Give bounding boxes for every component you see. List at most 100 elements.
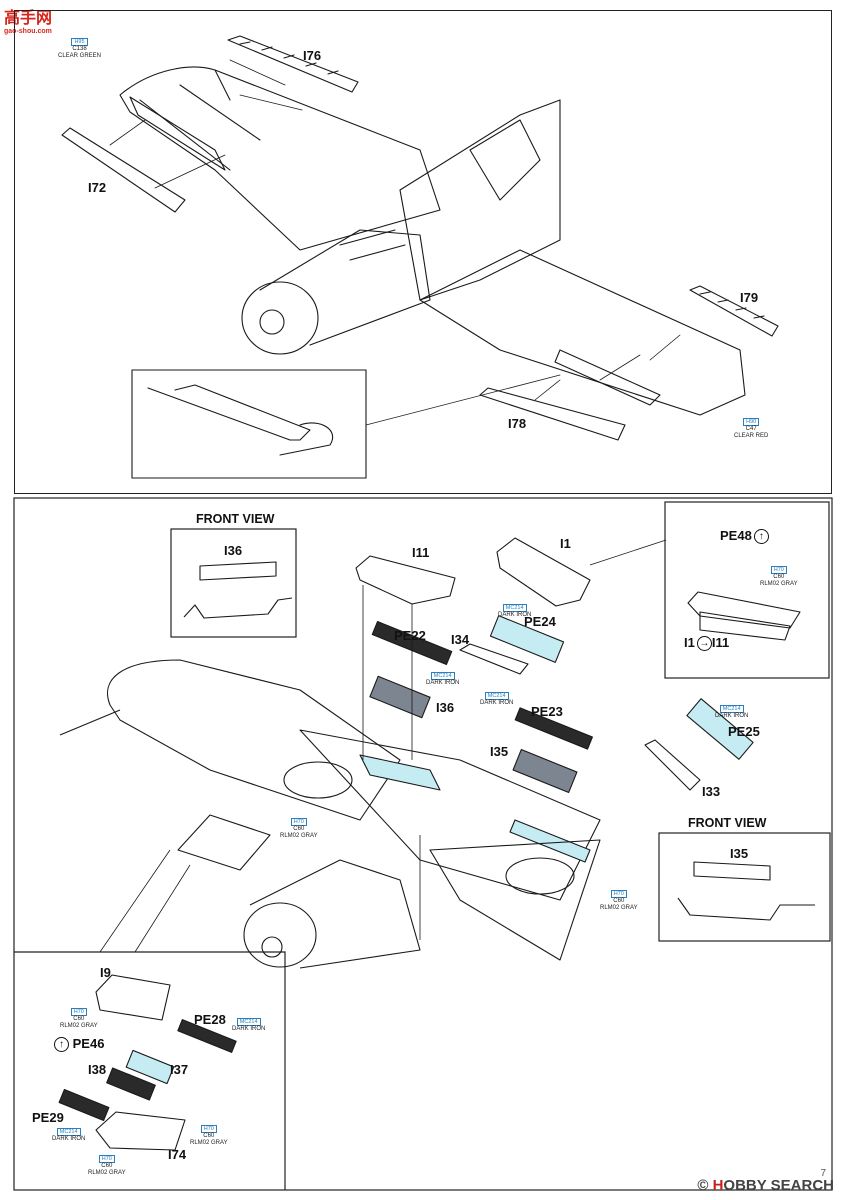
paint-name: CLEAR RED <box>734 433 769 439</box>
paint-name: RLM02 GRAY <box>60 1023 98 1029</box>
label-i78: I78 <box>508 416 527 431</box>
paint-code: H70 <box>770 566 787 574</box>
paint-tag-clear-red: H90 C47 CLEAR RED <box>734 418 768 440</box>
paint-code: MC214 <box>502 604 527 612</box>
site-logo-url: gao-shou.com <box>4 28 52 35</box>
paint-gunze: C60 <box>613 898 625 904</box>
lower-step-panel <box>13 497 833 1191</box>
upper-left-wing <box>119 66 441 251</box>
site-logo: 高手网 gao-shou.com <box>4 4 76 38</box>
paint-gunze: C138 <box>72 46 87 52</box>
front-view-box-1 <box>170 528 297 638</box>
paint-code: MC214 <box>484 692 509 700</box>
label-i74: I74 <box>168 1147 187 1162</box>
paint-gunze: C60 <box>101 1163 113 1169</box>
paint-code: MC214 <box>719 705 744 713</box>
part-i37 <box>125 1049 175 1085</box>
paint-code: MC214 <box>430 672 455 680</box>
inset-label-pe48: PE48↑ <box>720 528 769 545</box>
inset-i1-text: I1 <box>684 635 695 650</box>
inset-box <box>664 501 830 679</box>
paint-tag-well-right: H70 C60 RLM02 GRAY <box>600 890 638 912</box>
lower-spinner-ring <box>243 902 317 968</box>
label-i79: I79 <box>740 290 759 305</box>
label-i34: I34 <box>451 632 470 647</box>
front-view-2-part: I35 <box>730 846 749 861</box>
label-pe23: PE23 <box>531 704 563 719</box>
paint-tag-i74-bottom: H70 C60 RLM02 GRAY <box>88 1155 126 1177</box>
watermark-prefix: © <box>697 1177 713 1194</box>
label-i37: I37 <box>170 1062 189 1077</box>
part-i33 <box>644 739 701 791</box>
paint-name: CLEAR GREEN <box>58 53 102 59</box>
label-pe25: PE25 <box>728 724 760 739</box>
paint-name: DARK IRON <box>498 612 532 618</box>
label-i72: I72 <box>88 180 107 195</box>
part-pe29 <box>58 1088 110 1122</box>
part-i38 <box>106 1067 156 1101</box>
upper-step-panel <box>14 10 832 494</box>
part-pe24 <box>489 615 565 663</box>
lower-left-wing <box>107 659 401 821</box>
label-pe29: PE29 <box>32 1110 64 1125</box>
paint-tag-pe24: MC214 DARK IRON <box>498 604 531 619</box>
upper-canopy <box>469 119 541 201</box>
upper-slat-i76 <box>227 35 359 93</box>
upper-flap <box>554 349 661 406</box>
front-view-1-part: I36 <box>224 543 243 558</box>
paint-tag-pe29: MC214 DARK IRON <box>52 1128 85 1143</box>
paint-gunze: C60 <box>293 826 305 832</box>
upper-aileron-i78 <box>479 387 626 441</box>
label-i33: I33 <box>702 784 721 799</box>
label-pe24: PE24 <box>524 614 556 629</box>
paint-gunze: C60 <box>73 1016 85 1022</box>
paint-tag-i74-right: H70 C60 RLM02 GRAY <box>190 1125 228 1147</box>
paint-name: RLM02 GRAY <box>760 581 798 587</box>
pe46-text: PE46 <box>72 1036 105 1051</box>
part-i34 <box>459 643 529 675</box>
label-i36: I36 <box>436 700 455 715</box>
paint-tag-clear-green: H95 C138 CLEAR GREEN <box>58 38 101 60</box>
part-pe25 <box>686 698 754 760</box>
watermark-brand-r: H <box>712 1177 724 1194</box>
paint-code: H90 <box>743 418 760 426</box>
label-i1: I1 <box>560 536 571 551</box>
label-i35: I35 <box>490 744 509 759</box>
label-i11: I11 <box>412 545 430 560</box>
paint-tag-inset: H70 C60 RLM02 GRAY <box>760 566 798 588</box>
paint-name: DARK IRON <box>426 680 460 686</box>
paint-tag-i9: H70 C60 RLM02 GRAY <box>60 1008 98 1030</box>
paint-code: MC214 <box>56 1128 81 1136</box>
watermark-brand-rest: OBBY SEARCH <box>723 1177 834 1194</box>
site-logo-brand: 高手网 <box>4 8 53 27</box>
arrow-up-circle-icon: ↑ <box>753 529 769 545</box>
paint-name: RLM02 GRAY <box>88 1170 126 1176</box>
paint-name: RLM02 GRAY <box>600 905 638 911</box>
hobby-search-watermark: © HOBBY SEARCH <box>697 1177 834 1194</box>
label-i38: I38 <box>88 1062 107 1077</box>
paint-tag-pe28: MC214 DARK IRON <box>232 1018 265 1033</box>
label-i76: I76 <box>303 48 322 63</box>
wheel-well-left <box>283 761 353 799</box>
paint-tag-well-left: H70 C60 RLM02 GRAY <box>280 818 318 840</box>
part-pe23 <box>514 707 593 750</box>
paint-name: DARK IRON <box>232 1026 266 1032</box>
label-pe22: PE22 <box>394 628 426 643</box>
paint-name: DARK IRON <box>52 1136 86 1142</box>
paint-name: DARK IRON <box>480 700 514 706</box>
label-pe46: ↑ PE46 <box>52 1036 105 1053</box>
upper-slat-i79 <box>689 285 779 337</box>
paint-code: H70 <box>98 1155 115 1163</box>
label-i9: I9 <box>100 965 111 980</box>
paint-gunze: C60 <box>203 1133 215 1139</box>
radiator-drawing <box>177 814 271 871</box>
upper-spinner-ring <box>241 281 319 355</box>
part-i1 <box>496 537 591 607</box>
front-view-title-2: FRONT VIEW <box>688 816 767 830</box>
inset-label-i1-i11: I1→I11 <box>684 635 729 652</box>
paint-gunze: C60 <box>773 574 785 580</box>
bottom-inset-frame <box>14 951 286 1190</box>
paint-code: MC214 <box>236 1018 261 1026</box>
